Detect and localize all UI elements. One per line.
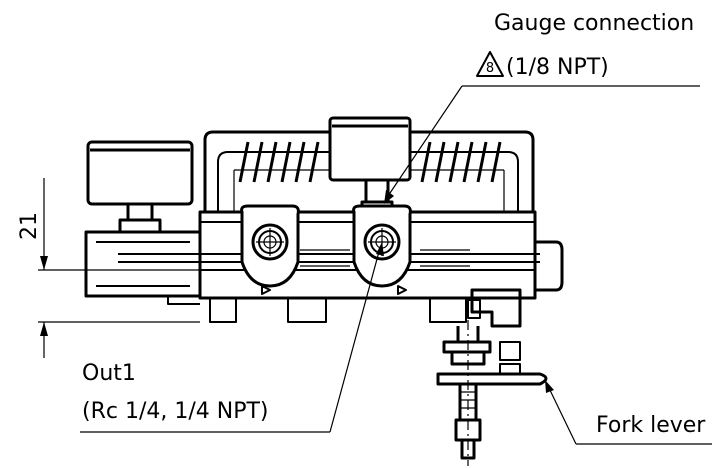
gauge-connection-label: Gauge connection bbox=[494, 11, 694, 36]
gauge-connection-callout: Gauge connection 8 (1/8 NPT) bbox=[384, 11, 700, 204]
fork-lever-callout: Fork lever bbox=[545, 380, 712, 445]
out1-thread: (Rc 1/4, 1/4 NPT) bbox=[82, 399, 269, 424]
out1-label: Out1 bbox=[82, 361, 136, 386]
revision-triangle-icon bbox=[476, 51, 504, 77]
main-body bbox=[118, 210, 564, 328]
port-left bbox=[240, 204, 300, 288]
fork-lever-label: Fork lever bbox=[596, 413, 706, 438]
top-gauge bbox=[328, 116, 412, 214]
gauge-connection-thread: (1/8 NPT) bbox=[506, 55, 609, 80]
left-gauge bbox=[84, 140, 202, 305]
out1-callout: Out1 (Rc 1/4, 1/4 NPT) bbox=[80, 242, 384, 433]
dimension-21-label: 21 bbox=[17, 212, 42, 240]
dimension-21: 21 bbox=[17, 178, 210, 358]
revision-note-number: 8 bbox=[486, 61, 494, 76]
shaft-assembly bbox=[436, 320, 548, 466]
